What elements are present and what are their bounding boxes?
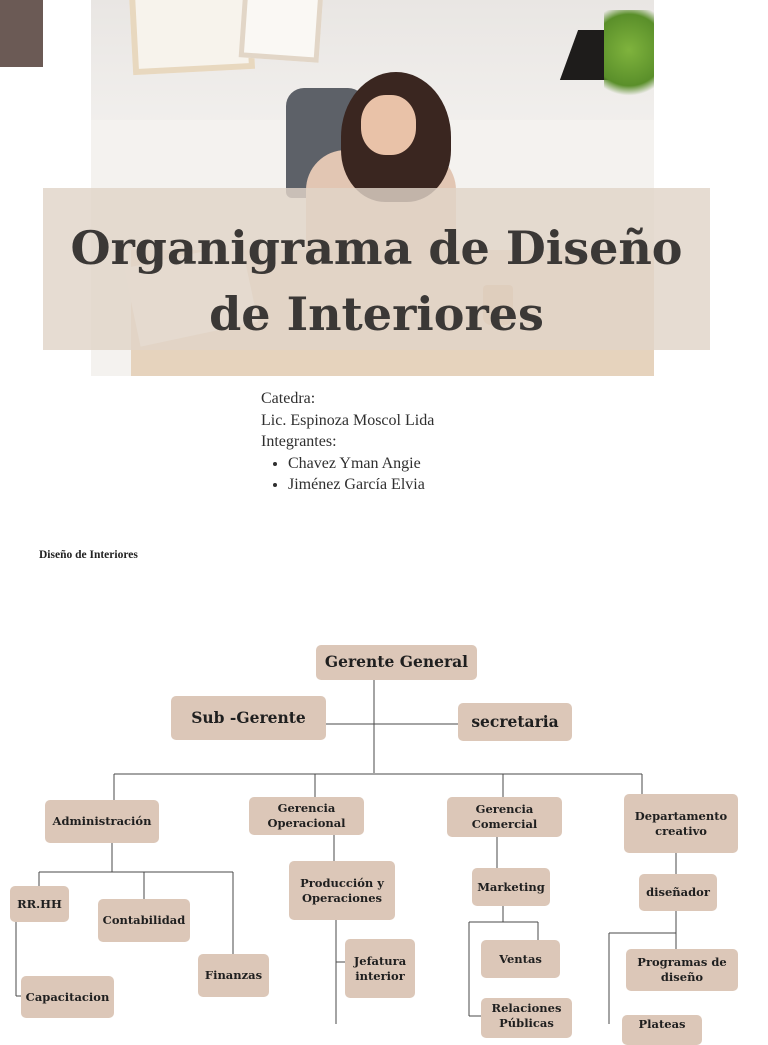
integrantes-label: Integrantes: — [261, 433, 337, 450]
box-gerencia-operacional: Gerencia Operacional — [249, 797, 364, 835]
box-gerencia-comercial: Gerencia Comercial — [447, 797, 562, 837]
box-rrhh: RR.HH — [10, 886, 69, 922]
info-block: Catedra: Lic. Espinoza Moscol Lida Integ… — [261, 388, 434, 496]
box-contabilidad: Contabilidad — [98, 899, 190, 942]
box-plateas: Plateas — [622, 1015, 702, 1045]
integrantes-list: Chavez Yman Angie Jiménez García Elvia — [261, 453, 434, 496]
box-administracion: Administración — [45, 800, 159, 843]
catedra-label: Catedra: — [261, 390, 316, 407]
org-connectors — [15, 680, 677, 1024]
box-secretaria: secretaria — [458, 703, 572, 741]
box-relaciones-publicas: Relaciones Públicas — [481, 998, 572, 1038]
corner-accent — [0, 0, 43, 67]
box-departamento-creativo: Departamento creativo — [624, 794, 738, 853]
box-programas-de-diseno: Programas de diseño — [626, 949, 738, 991]
box-gerente-general: Gerente General — [316, 645, 477, 680]
box-finanzas: Finanzas — [198, 954, 269, 997]
box-marketing: Marketing — [472, 868, 550, 906]
box-produccion-operaciones: Producción y Operaciones — [289, 861, 395, 920]
box-jefatura-interior: Jefatura interior — [345, 939, 415, 998]
page-title: Organigrama de Diseño de Interiores — [70, 221, 683, 341]
title-banner — [43, 188, 710, 350]
integrante-item: Chavez Yman Angie — [288, 453, 434, 475]
integrante-item: Jiménez García Elvia — [288, 474, 434, 496]
box-capacitacion: Capacitacion — [21, 976, 114, 1018]
section-label: Diseño de Interiores — [39, 549, 138, 561]
box-disenador: diseñador — [639, 874, 717, 911]
box-sub-gerente: Sub -Gerente — [171, 696, 326, 740]
box-ventas: Ventas — [481, 940, 560, 978]
docente-name: Lic. Espinoza Moscol Lida — [261, 411, 435, 429]
